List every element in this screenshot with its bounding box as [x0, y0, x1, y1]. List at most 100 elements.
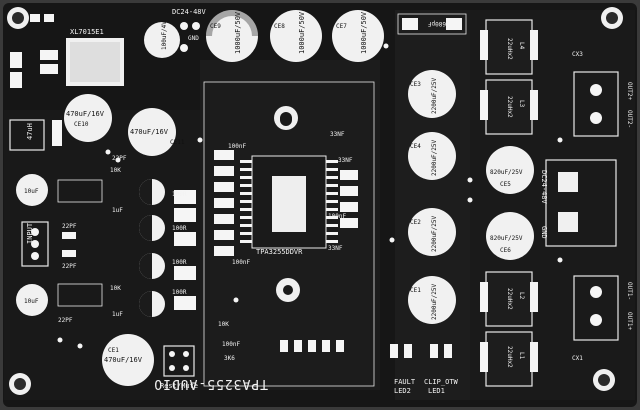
regulator-area: XL7015E1 47uH — [9, 14, 124, 151]
ic-pins — [240, 160, 338, 243]
svg-text:CE6: CE6 — [500, 247, 511, 254]
cap-2200-d: 2200uF/25V CE1 — [408, 276, 456, 324]
output-connector-1[interactable]: OUT1- OUT1+ — [573, 275, 633, 341]
cap-bottom-left: 470uF/16V CE1 — [102, 334, 154, 386]
cap-2200-b: 2200uF/25V CE4 — [408, 132, 456, 180]
cap-ce9: 1000uF/50V CE9 — [206, 10, 258, 62]
svg-text:33NF: 33NF — [328, 245, 343, 252]
inductor-value: 47uH — [26, 123, 34, 140]
svg-text:CE3: CE3 — [410, 81, 421, 88]
vias — [57, 43, 563, 349]
svg-text:CE8: CE8 — [274, 23, 285, 30]
svg-text:CE11: CE11 — [170, 139, 185, 146]
smd-top-right: 680pF — [397, 13, 467, 35]
mounting-holes — [7, 7, 623, 395]
power-input-label: DC24-48V — [172, 8, 207, 16]
gnd-label: GND — [188, 35, 199, 42]
svg-text:CE1: CE1 — [410, 287, 421, 294]
led1-label: LED1 — [428, 387, 445, 395]
inductor-l2: 22uHx2 L2 — [480, 271, 538, 327]
svg-text:CE9: CE9 — [210, 23, 221, 30]
svg-text:22PF: 22PF — [62, 223, 77, 230]
svg-text:10K: 10K — [110, 167, 121, 174]
reset-mute-switch[interactable]: Rest/Mute — [160, 345, 198, 390]
power-connector[interactable]: DC24-48V GND — [540, 159, 617, 247]
svg-text:100nF: 100nF — [328, 213, 346, 220]
svg-text:2200uF/25V: 2200uF/25V — [431, 215, 438, 252]
clip-otw-label: CLIP_OTW — [424, 378, 459, 386]
svg-text:CX1: CX1 — [572, 355, 583, 362]
inductor-l4: 22uHx2 L4 — [480, 19, 538, 75]
cap-value: 1000uF/50V — [234, 11, 242, 54]
led-fault: FAULT LED2 — [390, 344, 416, 395]
svg-text:CX3: CX3 — [572, 51, 583, 58]
svg-text:470uF/16V: 470uF/16V — [104, 356, 143, 364]
svg-text:33NF: 33NF — [338, 157, 353, 164]
svg-text:CE10: CE10 — [74, 121, 89, 128]
svg-text:820uF/25V: 820uF/25V — [490, 235, 523, 242]
ic-label: TPA3255DDVR — [256, 248, 303, 256]
svg-text:470uF/16V: 470uF/16V — [130, 128, 169, 136]
led2-label: LED2 — [394, 387, 411, 395]
cap-ce8: 1000uF/50V CE8 — [270, 10, 322, 62]
svg-text:CE1: CE1 — [108, 347, 119, 354]
cap-small-top: 100uF/4V — [144, 21, 180, 58]
svg-text:L3: L3 — [518, 100, 525, 108]
svg-text:22PF: 22PF — [62, 263, 77, 270]
svg-text:33NF: 33NF — [330, 131, 345, 138]
input-connector[interactable]: INPUT — [21, 221, 49, 267]
svg-text:10K: 10K — [218, 321, 229, 328]
svg-text:CE4: CE4 — [410, 143, 421, 150]
svg-text:2200uF/25V: 2200uF/25V — [431, 139, 438, 176]
out-minus-2-label: OUT2- — [626, 110, 633, 128]
cap-value: 1000uF/50V — [360, 11, 368, 54]
svg-text:1uF: 1uF — [112, 207, 123, 214]
out-minus-1-label: OUT1- — [626, 282, 633, 300]
input-label: INPUT — [26, 222, 34, 244]
svg-text:100uF/4V: 100uF/4V — [161, 21, 168, 50]
svg-text:2200uF/25V: 2200uF/25V — [431, 283, 438, 320]
cap-2200-c: 2200uF/25V CE2 — [408, 208, 456, 256]
svg-text:10uF: 10uF — [24, 298, 39, 305]
fault-label: FAULT — [394, 378, 416, 386]
cap-ce11: 470uF/16V CE11 — [128, 108, 185, 156]
svg-text:100nF: 100nF — [232, 259, 250, 266]
svg-text:CE7: CE7 — [336, 23, 347, 30]
inductor-l3: 22uHx2 L3 — [480, 79, 538, 135]
cap-10uf-b: 10uF — [16, 284, 48, 316]
cap-820-a: 820uF/25V CE5 — [486, 146, 534, 194]
out-plus-2-label: OUT2+ — [626, 82, 633, 100]
svg-text:10uF: 10uF — [24, 188, 39, 195]
coupling-caps: 1uF 1uF — [112, 179, 165, 318]
gnd-mid-label: GND — [540, 226, 548, 239]
svg-text:CE2: CE2 — [410, 219, 421, 226]
resistor-column: 100R 100R 100R 100R — [172, 190, 196, 310]
svg-text:100nF: 100nF — [228, 143, 246, 150]
svg-text:820uF/25V: 820uF/25V — [490, 169, 523, 176]
svg-text:100R: 100R — [172, 191, 187, 198]
svg-text:3K6: 3K6 — [224, 355, 235, 362]
bulk-caps-top: 1000uF/50V CE9 1000uF/50V CE8 1000uF/50V… — [206, 10, 384, 62]
svg-text:22PF: 22PF — [58, 317, 73, 324]
bottom-header — [280, 340, 344, 352]
regulator-label: XL7015E1 — [70, 28, 104, 36]
inductor-l1: 22uHx2 L1 — [480, 331, 538, 387]
svg-text:22uHx2: 22uHx2 — [506, 346, 513, 368]
svg-text:22uHx2: 22uHx2 — [506, 38, 513, 60]
out-plus-1-label: OUT1+ — [626, 312, 633, 330]
board-title: TPA3255-AUDIO — [153, 376, 268, 391]
svg-text:2200uF/25V: 2200uF/25V — [431, 77, 438, 114]
amp-ic-area: TPA3255DDVR 100nF 100nF 33NF 33NF 33NF 1… — [203, 81, 375, 387]
svg-text:100R: 100R — [172, 225, 187, 232]
cap-ce7: 1000uF/50V CE7 — [332, 10, 384, 62]
cap-10uf-a: 10uF — [16, 174, 48, 206]
svg-text:L2: L2 — [518, 292, 525, 300]
svg-text:100nF: 100nF — [222, 341, 240, 348]
cap-820-b: 820uF/25V CE6 — [486, 212, 534, 260]
output-connector-2[interactable]: OUT2+ OUT2- — [573, 71, 633, 137]
svg-text:100R: 100R — [172, 259, 187, 266]
svg-text:L4: L4 — [518, 42, 525, 50]
led-clip: CLIP_OTW LED1 — [424, 344, 459, 395]
svg-text:470uF/16V: 470uF/16V — [66, 110, 105, 118]
